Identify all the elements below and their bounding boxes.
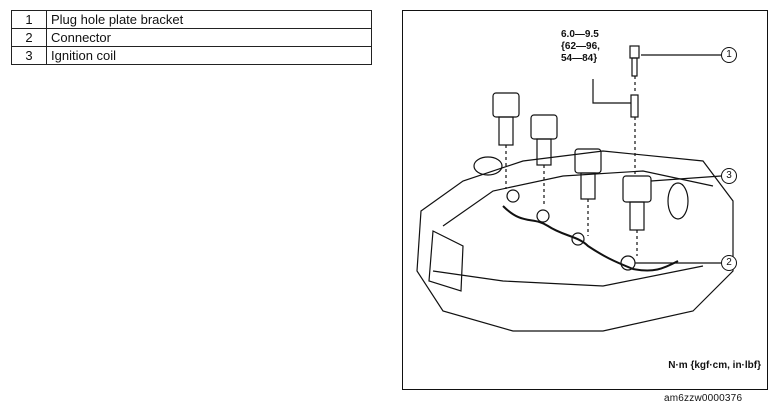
parts-table: 1 Plug hole plate bracket 2 Connector 3 … [11, 10, 372, 65]
cylinder-head-outline [416, 150, 734, 332]
torque-spec: 6.0—9.5 {62—96, 54—84} [561, 29, 600, 65]
connector-3 [571, 232, 585, 246]
table-row: 1 Plug hole plate bracket [11, 10, 372, 29]
callout-2: 2 [721, 255, 737, 271]
engine-detail [667, 182, 689, 220]
ignition-coil-1 [492, 92, 520, 189]
head-cover-edge-lower [432, 265, 704, 287]
torque-line: 54—84} [561, 53, 598, 64]
engine-detail [428, 230, 464, 292]
wiring-harness [502, 205, 679, 272]
plug-hole-plate-bracket [629, 45, 640, 176]
exploded-view-figure: 6.0—9.5 {62—96, 54—84} 1 3 2 N·m {kgf·cm… [402, 10, 768, 390]
torque-leader-line [592, 79, 631, 104]
engine-detail [473, 156, 503, 176]
part-number: 1 [11, 10, 47, 29]
ignition-coil-3 [574, 148, 602, 236]
ignition-coil-2 [530, 114, 558, 206]
callout-3: 3 [721, 168, 737, 184]
ignition-coil-4 [622, 175, 652, 256]
part-label: Plug hole plate bracket [46, 10, 372, 29]
head-cover-edge [442, 170, 714, 227]
connector-1 [506, 189, 520, 203]
callout-1: 1 [721, 47, 737, 63]
part-number: 3 [11, 46, 47, 65]
connector-2 [536, 209, 550, 223]
torque-line: {62—96, [561, 41, 600, 52]
torque-line: 6.0—9.5 [561, 29, 599, 40]
part-number: 2 [11, 28, 47, 47]
callout-leader-3 [650, 175, 722, 182]
table-row: 3 Ignition coil [11, 46, 372, 65]
image-code: am6zzw0000376 [664, 393, 743, 404]
part-label: Ignition coil [46, 46, 372, 65]
table-row: 2 Connector [11, 28, 372, 47]
engine-illustration [416, 45, 734, 332]
part-label: Connector [46, 28, 372, 47]
units-label: N·m {kgf·cm, in·lbf} [668, 360, 761, 371]
